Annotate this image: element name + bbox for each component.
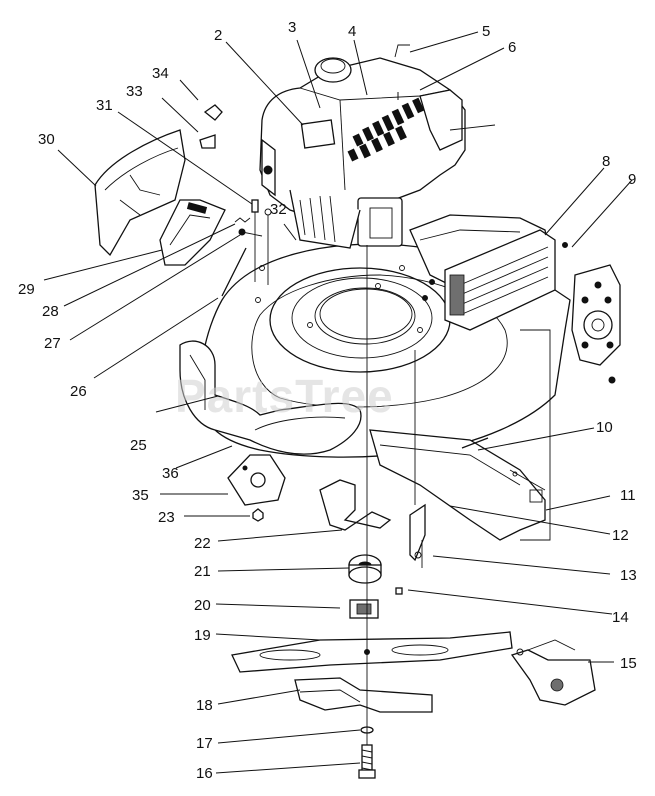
engine-fins — [347, 97, 425, 162]
rear-skirt — [369, 329, 551, 541]
callout-11: 11 — [620, 487, 636, 504]
discharge-chute — [94, 129, 226, 266]
leader-lines — [43, 31, 633, 774]
callout-2: 2 — [214, 27, 222, 44]
callout-8: 8 — [602, 153, 610, 170]
blade-assembly — [231, 245, 513, 779]
callout-27: 27 — [44, 335, 61, 352]
callout-18: 18 — [196, 697, 213, 714]
callout-33: 33 — [126, 83, 143, 100]
callout-32: 32 — [270, 201, 287, 218]
callout-29: 29 — [18, 281, 35, 298]
blade-adapter-stack — [319, 479, 403, 619]
callout-4: 4 — [348, 23, 356, 40]
callout-20: 20 — [194, 597, 211, 614]
callout-3: 3 — [288, 19, 296, 36]
callout-25: 25 — [130, 437, 147, 454]
callout-30: 30 — [38, 131, 55, 148]
callout-36: 36 — [162, 465, 179, 482]
callout-21: 21 — [194, 563, 211, 580]
callout-14: 14 — [612, 609, 629, 626]
height-adjust — [409, 350, 596, 706]
callout-10: 10 — [596, 419, 613, 436]
callout-35: 35 — [132, 487, 149, 504]
callout-28: 28 — [42, 303, 59, 320]
callout-17: 17 — [196, 735, 213, 752]
baffle-bracket — [227, 454, 286, 522]
callout-19: 19 — [194, 627, 211, 644]
callouts: 2 3 4 5 6 8 9 10 11 12 13 14 15 16 17 18… — [18, 19, 637, 782]
callout-15: 15 — [620, 655, 637, 672]
callout-31: 31 — [96, 97, 113, 114]
callout-13: 13 — [620, 567, 637, 584]
hardware — [199, 104, 272, 297]
callout-5: 5 — [482, 23, 490, 40]
callout-12: 12 — [612, 527, 629, 544]
callout-22: 22 — [194, 535, 211, 552]
watermark: PartsTree — [175, 370, 394, 422]
callout-16: 16 — [196, 765, 213, 782]
callout-9: 9 — [628, 171, 636, 188]
callout-6: 6 — [508, 39, 516, 56]
rear-baffle-and-guard — [409, 214, 621, 384]
engine — [259, 44, 496, 249]
callout-34: 34 — [152, 65, 169, 82]
callout-23: 23 — [158, 509, 175, 526]
callout-26: 26 — [70, 383, 87, 400]
